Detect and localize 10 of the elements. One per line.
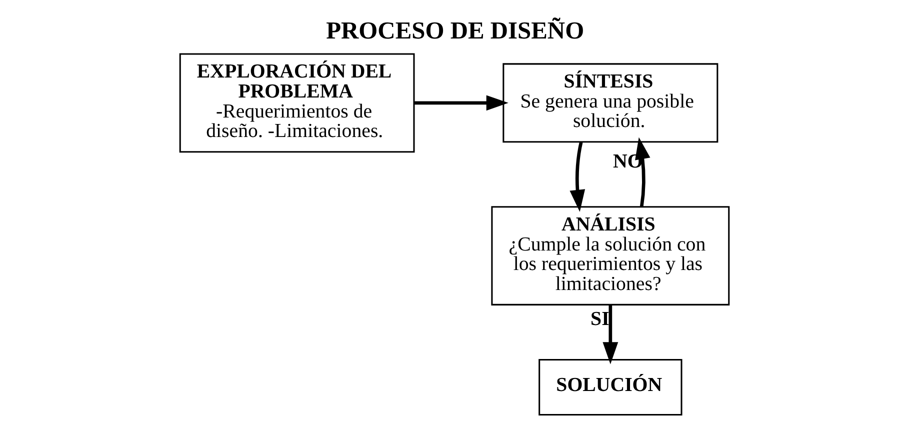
edge-label: SI: [590, 308, 610, 330]
arrow: [602, 305, 618, 364]
arrow: [635, 137, 650, 208]
diagram-title: PROCESO DE DISEÑO: [326, 17, 584, 44]
arrow: [570, 142, 586, 212]
node-box: ANÁLISIS ¿Cumple la solución con los requerimientos y las limitaciones?: [491, 206, 730, 306]
node-box: SÍNTESIS Se genera una posible solución.: [502, 63, 718, 143]
arrow: [414, 95, 508, 111]
node-box: EXPLORACIÓN DEL PROBLEMA -Requerimientos de diseño. -Limitaciones.: [179, 53, 415, 153]
node-box: SOLUCIÓN: [538, 358, 682, 416]
